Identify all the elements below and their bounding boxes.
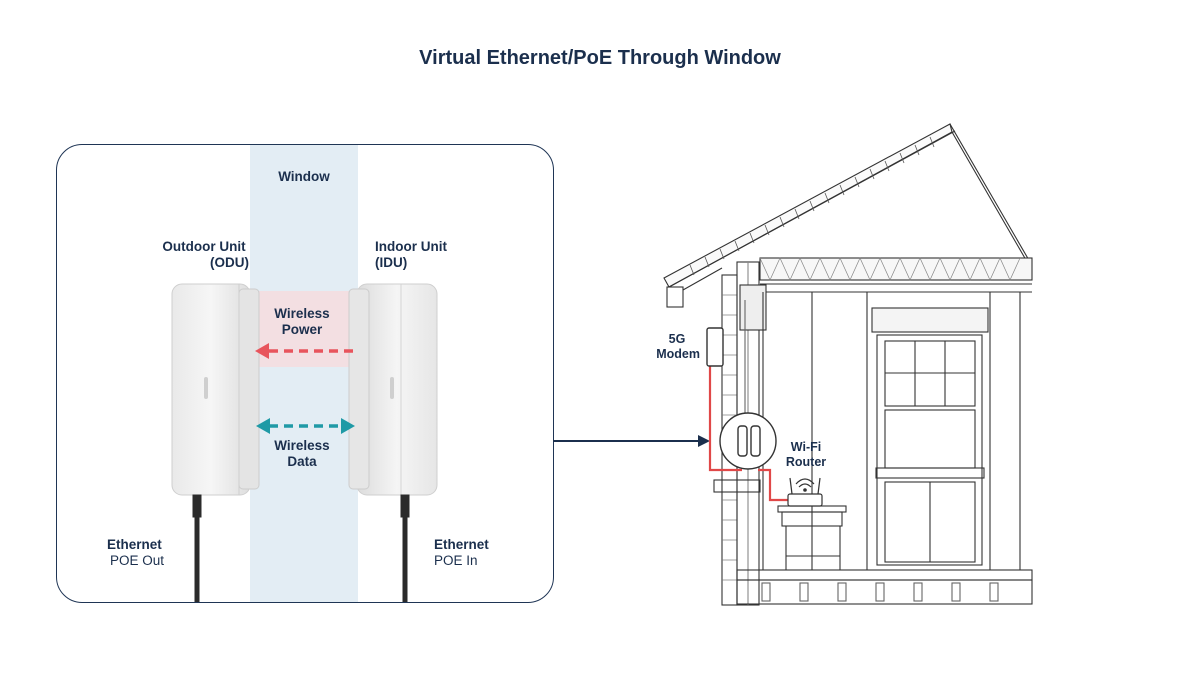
window-label: Window — [278, 169, 330, 184]
router-label: Wi-Fi Router — [778, 440, 834, 470]
wifi-router-device — [787, 477, 823, 507]
ethernet-in-sub: POE In — [434, 553, 478, 568]
ethernet-out-title: Ethernet — [107, 537, 162, 552]
window-unit-circle — [719, 412, 777, 470]
idu-label: Indoor Unit (IDU) — [375, 239, 495, 271]
odu-label: Outdoor Unit (ODU) — [139, 239, 269, 271]
modem-label-line1: 5G — [668, 332, 686, 346]
odu-label-line2: (ODU) — [210, 255, 249, 270]
wireless-power-line2: Power — [281, 322, 323, 337]
odu-device — [171, 283, 260, 496]
5g-modem-device — [706, 327, 724, 367]
ethernet-cables — [192, 494, 410, 602]
wireless-data-label: Wireless Data — [247, 438, 357, 470]
odu-label-line1: Outdoor Unit — [162, 239, 246, 254]
idu-label-line2: (IDU) — [375, 255, 408, 270]
wireless-power-label: Wireless Power — [247, 306, 357, 338]
panel-graphics — [171, 145, 438, 602]
idu-device — [348, 283, 438, 496]
wireless-power-arrow — [255, 343, 353, 359]
window-band — [250, 145, 358, 602]
wireless-data-arrow — [256, 418, 355, 434]
odu-idu-panel: Window Outdoor Unit (ODU) Indoor Unit (I… — [56, 144, 554, 603]
wireless-power-line1: Wireless — [274, 306, 330, 321]
modem-label: 5G Modem — [648, 332, 700, 362]
page-title: Virtual Ethernet/PoE Through Window — [419, 47, 781, 69]
ethernet-in-title: Ethernet — [434, 537, 489, 552]
idu-label-line1: Indoor Unit — [375, 239, 447, 254]
router-label-line1: Wi-Fi — [790, 440, 822, 454]
modem-label-line2: Modem — [656, 347, 700, 361]
wireless-data-line1: Wireless — [274, 438, 330, 453]
ethernet-out-sub: POE Out — [110, 553, 165, 568]
ethernet-in-label: Ethernet POE In — [434, 537, 489, 569]
wireless-data-line2: Data — [287, 454, 317, 469]
router-label-line2: Router — [785, 455, 827, 469]
ethernet-out-label: Ethernet POE Out — [107, 537, 164, 569]
red-cables — [708, 365, 790, 502]
